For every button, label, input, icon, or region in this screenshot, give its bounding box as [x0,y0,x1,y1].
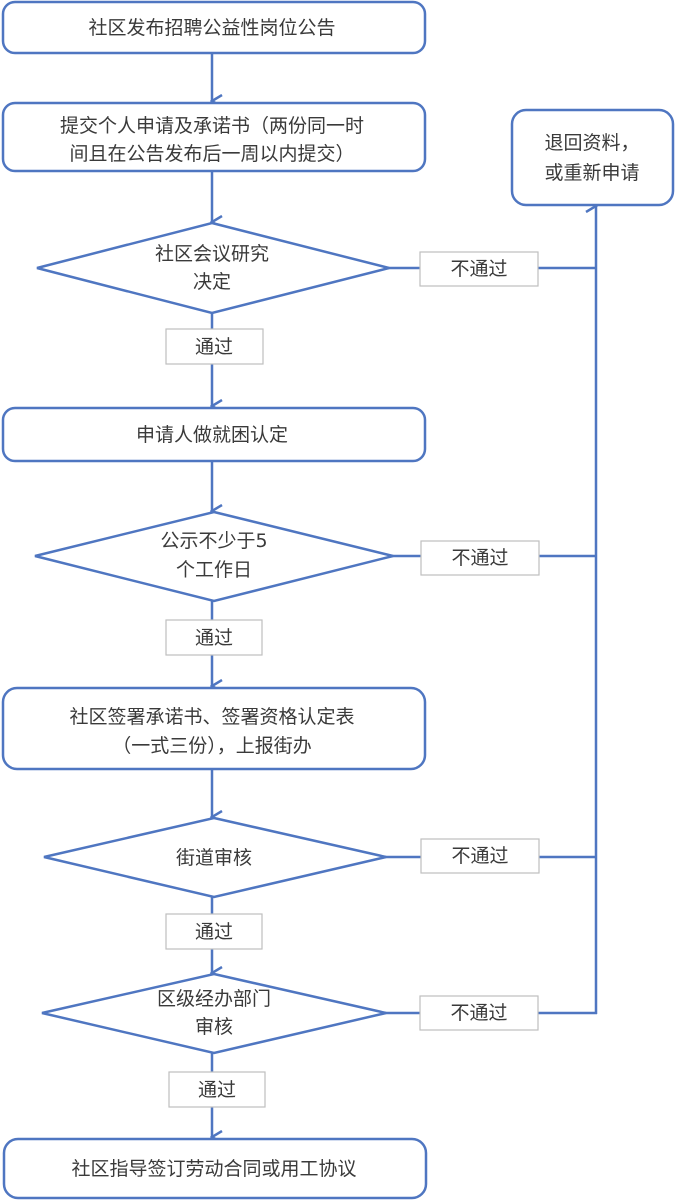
decision-street-review: 街道审核 [43,816,387,899]
step-submit-application-line1: 提交个人申请及承诺书（两份同一时 [60,115,364,137]
pass-label-1-text: 通过 [195,336,233,358]
step-employment-difficulty-certification: 申请人做就困认定 [1,406,427,463]
decision-public-notice: 公示不少于5 个工作日 [34,510,394,603]
step-sign-commitment-line2: （一式三份），上报街办 [112,735,312,757]
fail-label-1: 不通过 [419,251,539,287]
step-submit-application: 提交个人申请及承诺书（两份同一时 间且在公告发布后一周以内提交） [1,101,427,173]
fail-label-2: 不通过 [420,540,540,576]
decision-community-meeting: 社区会议研究 决定 [36,221,390,315]
reject-box-line2: 或重新申请 [544,162,639,184]
decision-community-meeting-line1: 社区会议研究 [155,243,269,265]
fail-label-1-text: 不通过 [450,258,507,280]
decision-district-review: 区级经办部门 审核 [41,972,387,1055]
decision-district-review-line2: 审核 [195,1016,233,1038]
decision-district-review-line1: 区级经办部门 [157,988,271,1010]
pass-label-2-text: 通过 [195,627,233,649]
fail-label-3: 不通过 [420,838,540,874]
step-sign-contract: 社区指导签订劳动合同或用工协议 [2,1137,428,1200]
reject-box-line1: 退回资料， [544,132,639,154]
fail-label-3-text: 不通过 [451,845,508,867]
pass-label-4: 通过 [168,1071,266,1108]
decision-public-notice-line2: 个工作日 [176,559,252,581]
decision-public-notice-line1: 公示不少于5 [160,530,267,552]
fail-label-4-text: 不通过 [450,1002,507,1024]
connectors [212,54,597,1137]
step-sign-commitment: 社区签署承诺书、签署资格认定表 （一式三份），上报街办 [1,686,427,771]
step-sign-contract-text: 社区指导签订劳动合同或用工协议 [71,1158,356,1180]
fail-label-4: 不通过 [419,995,539,1031]
step-publish-notice: 社区发布招聘公益性岗位公告 [1,0,427,55]
pass-label-1: 通过 [165,328,264,365]
fail-label-2-text: 不通过 [451,547,508,569]
step-submit-application-line2: 间且在公告发布后一周以内提交） [69,143,354,165]
pass-label-3: 通过 [165,913,263,950]
step-publish-notice-text: 社区发布招聘公益性岗位公告 [88,17,335,39]
reject-box: 退回资料， 或重新申请 [510,108,675,207]
pass-label-3-text: 通过 [195,921,233,943]
pass-label-4-text: 通过 [198,1079,236,1101]
decision-community-meeting-line2: 决定 [193,271,231,293]
step-sign-commitment-line1: 社区签署承诺书、签署资格认定表 [69,706,354,728]
pass-label-2: 通过 [165,619,263,656]
decision-street-review-text: 街道审核 [176,847,252,869]
step-employment-difficulty-text: 申请人做就困认定 [136,424,288,446]
